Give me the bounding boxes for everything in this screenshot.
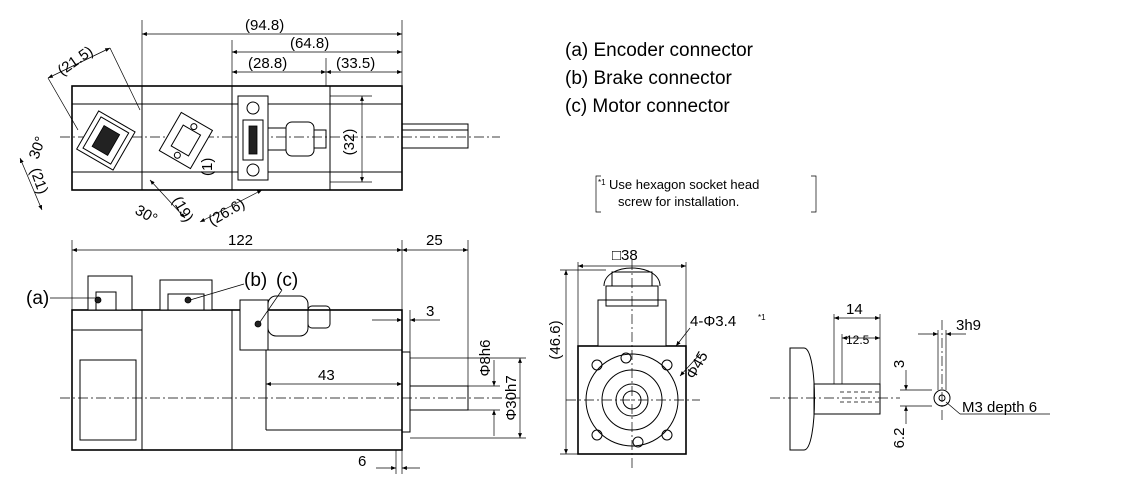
dim-front-height: (46.6)	[547, 320, 564, 359]
dim-left-part: (28.8)	[248, 55, 287, 72]
shaft-detail-flange	[789, 347, 815, 451]
dim-bottom: 6	[358, 453, 366, 470]
dim-square: □38	[612, 247, 638, 264]
dim-conn-width: (19)	[169, 194, 197, 226]
dim-angled-width: (21.5)	[55, 43, 97, 79]
dim-step: 43	[318, 367, 335, 384]
dim-angle-a: 30°	[26, 134, 50, 161]
side-body-outline	[71, 309, 403, 451]
connector-legend: (a) Encoder connector (b) Brake connecto…	[565, 40, 754, 117]
dim-holes-note: *1	[758, 313, 766, 322]
dim-body: (64.8)	[290, 35, 329, 52]
top-brake-connector	[158, 111, 214, 170]
note-mark: *1	[598, 178, 606, 187]
dim-right-part: (33.5)	[336, 55, 375, 72]
dim-pcd: Φ45	[683, 349, 712, 382]
top-view: (94.8) (64.8) (28.8) (33.5) (32) (21.5) …	[19, 17, 500, 229]
side-view: (a) (b) (c) 122 25 3 43 6 Φ8h6 Φ30h7	[26, 232, 526, 474]
dim-conn-offset: (26.6)	[206, 195, 248, 229]
dim-shaft-length: 25	[426, 232, 443, 249]
dim-overall: (94.8)	[245, 17, 284, 34]
installation-note: *1 Use hexagon socket head screw for ins…	[595, 175, 817, 213]
dim-flange: 3	[426, 303, 434, 320]
side-brake-connector	[159, 279, 213, 311]
dim-holes: 4-Φ3.4	[690, 313, 736, 330]
dim-key-length: 14	[846, 301, 863, 318]
note-line-1: Use hexagon socket head	[609, 177, 759, 192]
dim-tap: M3 depth 6	[962, 399, 1037, 416]
top-encoder-connector	[75, 110, 136, 171]
label-a: (a)	[26, 288, 49, 309]
dim-depth-offset: 6.2	[891, 428, 908, 449]
side-encoder-connector	[87, 275, 133, 311]
dim-angle-b: 30°	[132, 202, 160, 228]
mark-c	[254, 320, 262, 328]
mark-a	[94, 296, 102, 304]
top-shaft	[401, 123, 469, 149]
dim-height: (32)	[341, 129, 358, 156]
dim-pilot-dia: Φ30h7	[503, 375, 520, 420]
shaft-detail-view: 14 12.5 3h9 3 6.2 M3 depth 6	[770, 301, 1050, 451]
dim-length: 122	[228, 232, 253, 249]
dim-key-inner: 12.5	[846, 333, 870, 347]
label-c: (c)	[276, 270, 298, 291]
dim-key-width: 3h9	[956, 317, 981, 334]
legend-motor: (c) Motor connector	[565, 96, 730, 117]
dim-small: (1)	[199, 158, 216, 176]
legend-encoder: (a) Encoder connector	[565, 40, 754, 61]
label-b: (b)	[244, 270, 267, 291]
dim-key-height: 3	[891, 360, 908, 368]
top-motor-connector	[237, 95, 327, 181]
legend-brake: (b) Brake connector	[565, 68, 733, 89]
shaft-detail-shaft	[813, 383, 881, 415]
front-view: □38 (46.6) 4-Φ3.4 *1 Φ45	[547, 247, 766, 470]
dim-left-height: (21)	[26, 166, 51, 197]
side-motor-connector	[239, 299, 269, 351]
note-line-2: screw for installation.	[618, 194, 739, 209]
